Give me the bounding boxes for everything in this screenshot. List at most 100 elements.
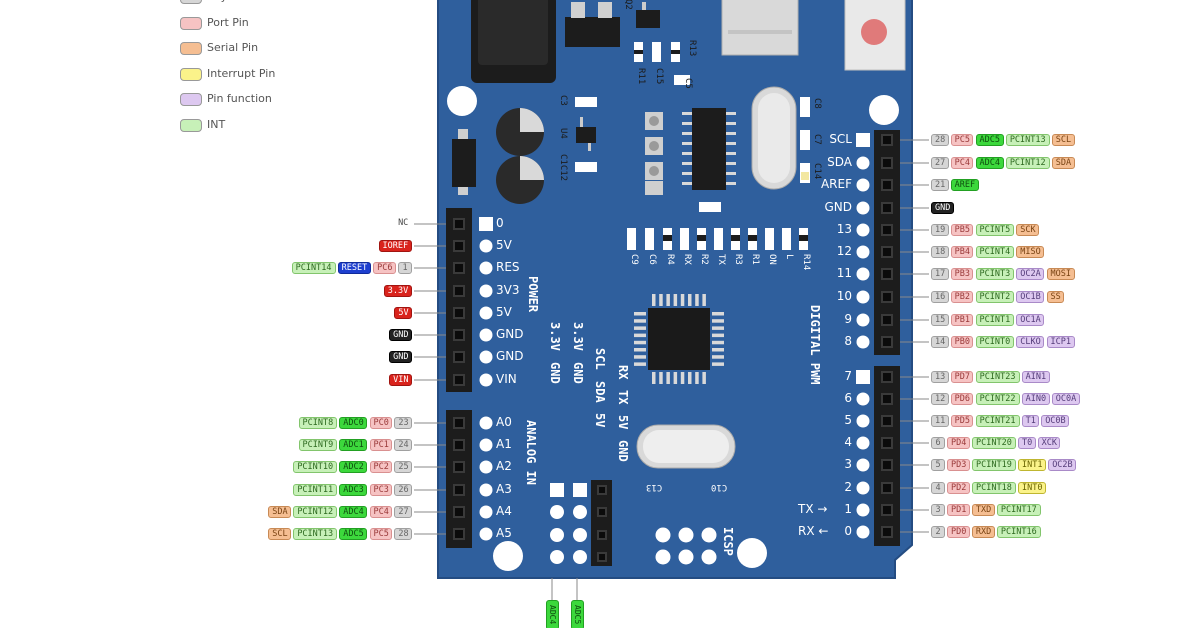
pad xyxy=(856,458,870,472)
pin-tag-pcint12: PCINT12 xyxy=(293,506,338,518)
pad xyxy=(479,284,493,298)
pin-tag-adc4: ADC4 xyxy=(546,600,559,628)
pin-tag-16: 16 xyxy=(931,291,949,303)
analog-pin-label: A4 xyxy=(496,504,512,518)
pin-tag-adc5: ADC5 xyxy=(339,528,368,540)
pin-tag-pd4: PD4 xyxy=(947,437,970,449)
pin-tag-t1: T1 xyxy=(1021,415,1040,427)
pin-tag-18: 18 xyxy=(931,246,949,258)
power-pin-label: GND xyxy=(496,327,524,341)
digital-pin-label: 12 xyxy=(836,244,852,258)
power-pin-label: GND xyxy=(496,349,524,363)
icsp-label: ICSP xyxy=(721,527,735,556)
pin-tag-adc0: ADC0 xyxy=(339,417,368,429)
pin-tag-pd7: PD7 xyxy=(950,371,974,383)
legend-item-interrupt-pin: Interrupt Pin xyxy=(180,67,320,83)
digital-pin-label: 13 xyxy=(836,222,852,236)
pin-tag-adc2: ADC2 xyxy=(339,461,368,473)
pin-tag-pd5: PD5 xyxy=(950,415,974,427)
pin-tag-23: 23 xyxy=(394,417,412,429)
pin-tag-pcint20: PCINT20 xyxy=(971,437,1016,449)
component-label-row: R2 xyxy=(699,254,709,265)
power-pin-label: 0 xyxy=(496,216,504,230)
mounting-hole xyxy=(493,541,523,571)
component-label-u4: U4 xyxy=(558,128,568,139)
pad xyxy=(856,223,870,237)
legend-item-physical-pin: Physical Pin xyxy=(180,0,320,6)
pin-tag-adc1: ADC1 xyxy=(339,439,368,451)
pad xyxy=(479,527,493,541)
pad xyxy=(479,483,493,497)
pin-tag-pcint0: PCINT0 xyxy=(975,336,1015,348)
pad xyxy=(856,370,870,384)
pin-tag-25: 25 xyxy=(394,461,412,473)
legend-label: Physical Pin xyxy=(207,0,272,3)
pin-tag-scl: SCL xyxy=(268,528,292,540)
voltage-regulator xyxy=(565,17,620,47)
bottom-pin-label: SDA xyxy=(593,380,607,403)
pin-tag-2: 2 xyxy=(931,526,945,538)
pin-tag-pcint9: PCINT9 xyxy=(298,439,338,451)
legend-swatch xyxy=(180,42,202,55)
pin-tag-pc2: PC2 xyxy=(369,461,393,473)
pin-tag-11: 11 xyxy=(931,415,949,427)
power-pin-label: 3V3 xyxy=(496,283,520,297)
component-label-row: TX xyxy=(716,254,726,265)
mounting-hole xyxy=(737,538,767,568)
bottom-pin-label: GND xyxy=(616,440,630,462)
pin-tag-pb0: PB0 xyxy=(950,336,974,348)
pad xyxy=(479,239,493,253)
bottom-pin-label: 5V xyxy=(593,413,607,428)
component-label-c15: C15 xyxy=(654,68,664,85)
component-label-row: C6 xyxy=(647,254,657,265)
bottom-pin-label: 3.3V xyxy=(548,322,562,351)
pin-tag-pb1: PB1 xyxy=(950,314,974,326)
pin-tag-adc3: ADC3 xyxy=(339,484,368,496)
pin-tag-t0: T0 xyxy=(1018,437,1036,449)
digital-pin-label: 7 xyxy=(844,369,852,383)
pad xyxy=(856,290,870,304)
pin-tag-pc4: PC4 xyxy=(369,506,393,518)
pad xyxy=(856,503,870,517)
legend-label: Serial Pin xyxy=(207,41,259,54)
bottom-pin-label: GND xyxy=(548,362,562,384)
pin-tag-27: 27 xyxy=(931,157,949,169)
digital-pin-label: 0 xyxy=(844,524,852,538)
pad xyxy=(856,525,870,539)
power-pin-label: RES xyxy=(496,260,520,274)
component-label-c1c12: C1C12 xyxy=(558,154,568,182)
pin-tag-adc4: ADC4 xyxy=(975,157,1004,169)
power-header xyxy=(446,208,472,392)
component-label-row: R1 xyxy=(750,254,760,265)
analog-pin-label: A3 xyxy=(496,482,512,496)
component-label-c8: C8 xyxy=(812,98,822,109)
pin-tag-pb3: PB3 xyxy=(950,268,974,280)
pin-tag-pcint11: PCINT11 xyxy=(293,484,338,496)
component-label-row: RX xyxy=(682,254,692,265)
pin-tag-pb5: PB5 xyxy=(950,224,974,236)
pin-tag-17: 17 xyxy=(931,268,949,280)
pin-tag-pcint21: PCINT21 xyxy=(975,415,1020,427)
pin-tag-26: 26 xyxy=(394,484,412,496)
pin-tag-rxd: RXD xyxy=(971,526,995,538)
icsp-header xyxy=(655,527,717,565)
pin-tag-12: 12 xyxy=(931,393,949,405)
pin-tag-1: 1 xyxy=(398,262,412,274)
pin-tag-ain1: AIN1 xyxy=(1021,371,1050,383)
pad xyxy=(479,505,493,519)
pin-tag-6: 6 xyxy=(931,437,945,449)
pin-tag-pcint3: PCINT3 xyxy=(975,268,1015,280)
pin-tag-28: 28 xyxy=(394,528,412,540)
pin-tag-oc2a: OC2A xyxy=(1016,268,1045,280)
digital-pin-label: 2 xyxy=(844,480,852,494)
pin-tag-oc1b: OC1B xyxy=(1016,291,1045,303)
pin-tag-oc0a: OC0A xyxy=(1051,393,1080,405)
analog-pin-label: A5 xyxy=(496,526,512,540)
component-label-c10: C10 xyxy=(711,482,728,492)
bottom-pin-label: SCL xyxy=(593,348,607,370)
digital-pin-label: SDA xyxy=(827,155,852,169)
pin-tag-pc0: PC0 xyxy=(369,417,393,429)
pad xyxy=(479,373,493,387)
component-label-row: ON xyxy=(767,254,777,265)
